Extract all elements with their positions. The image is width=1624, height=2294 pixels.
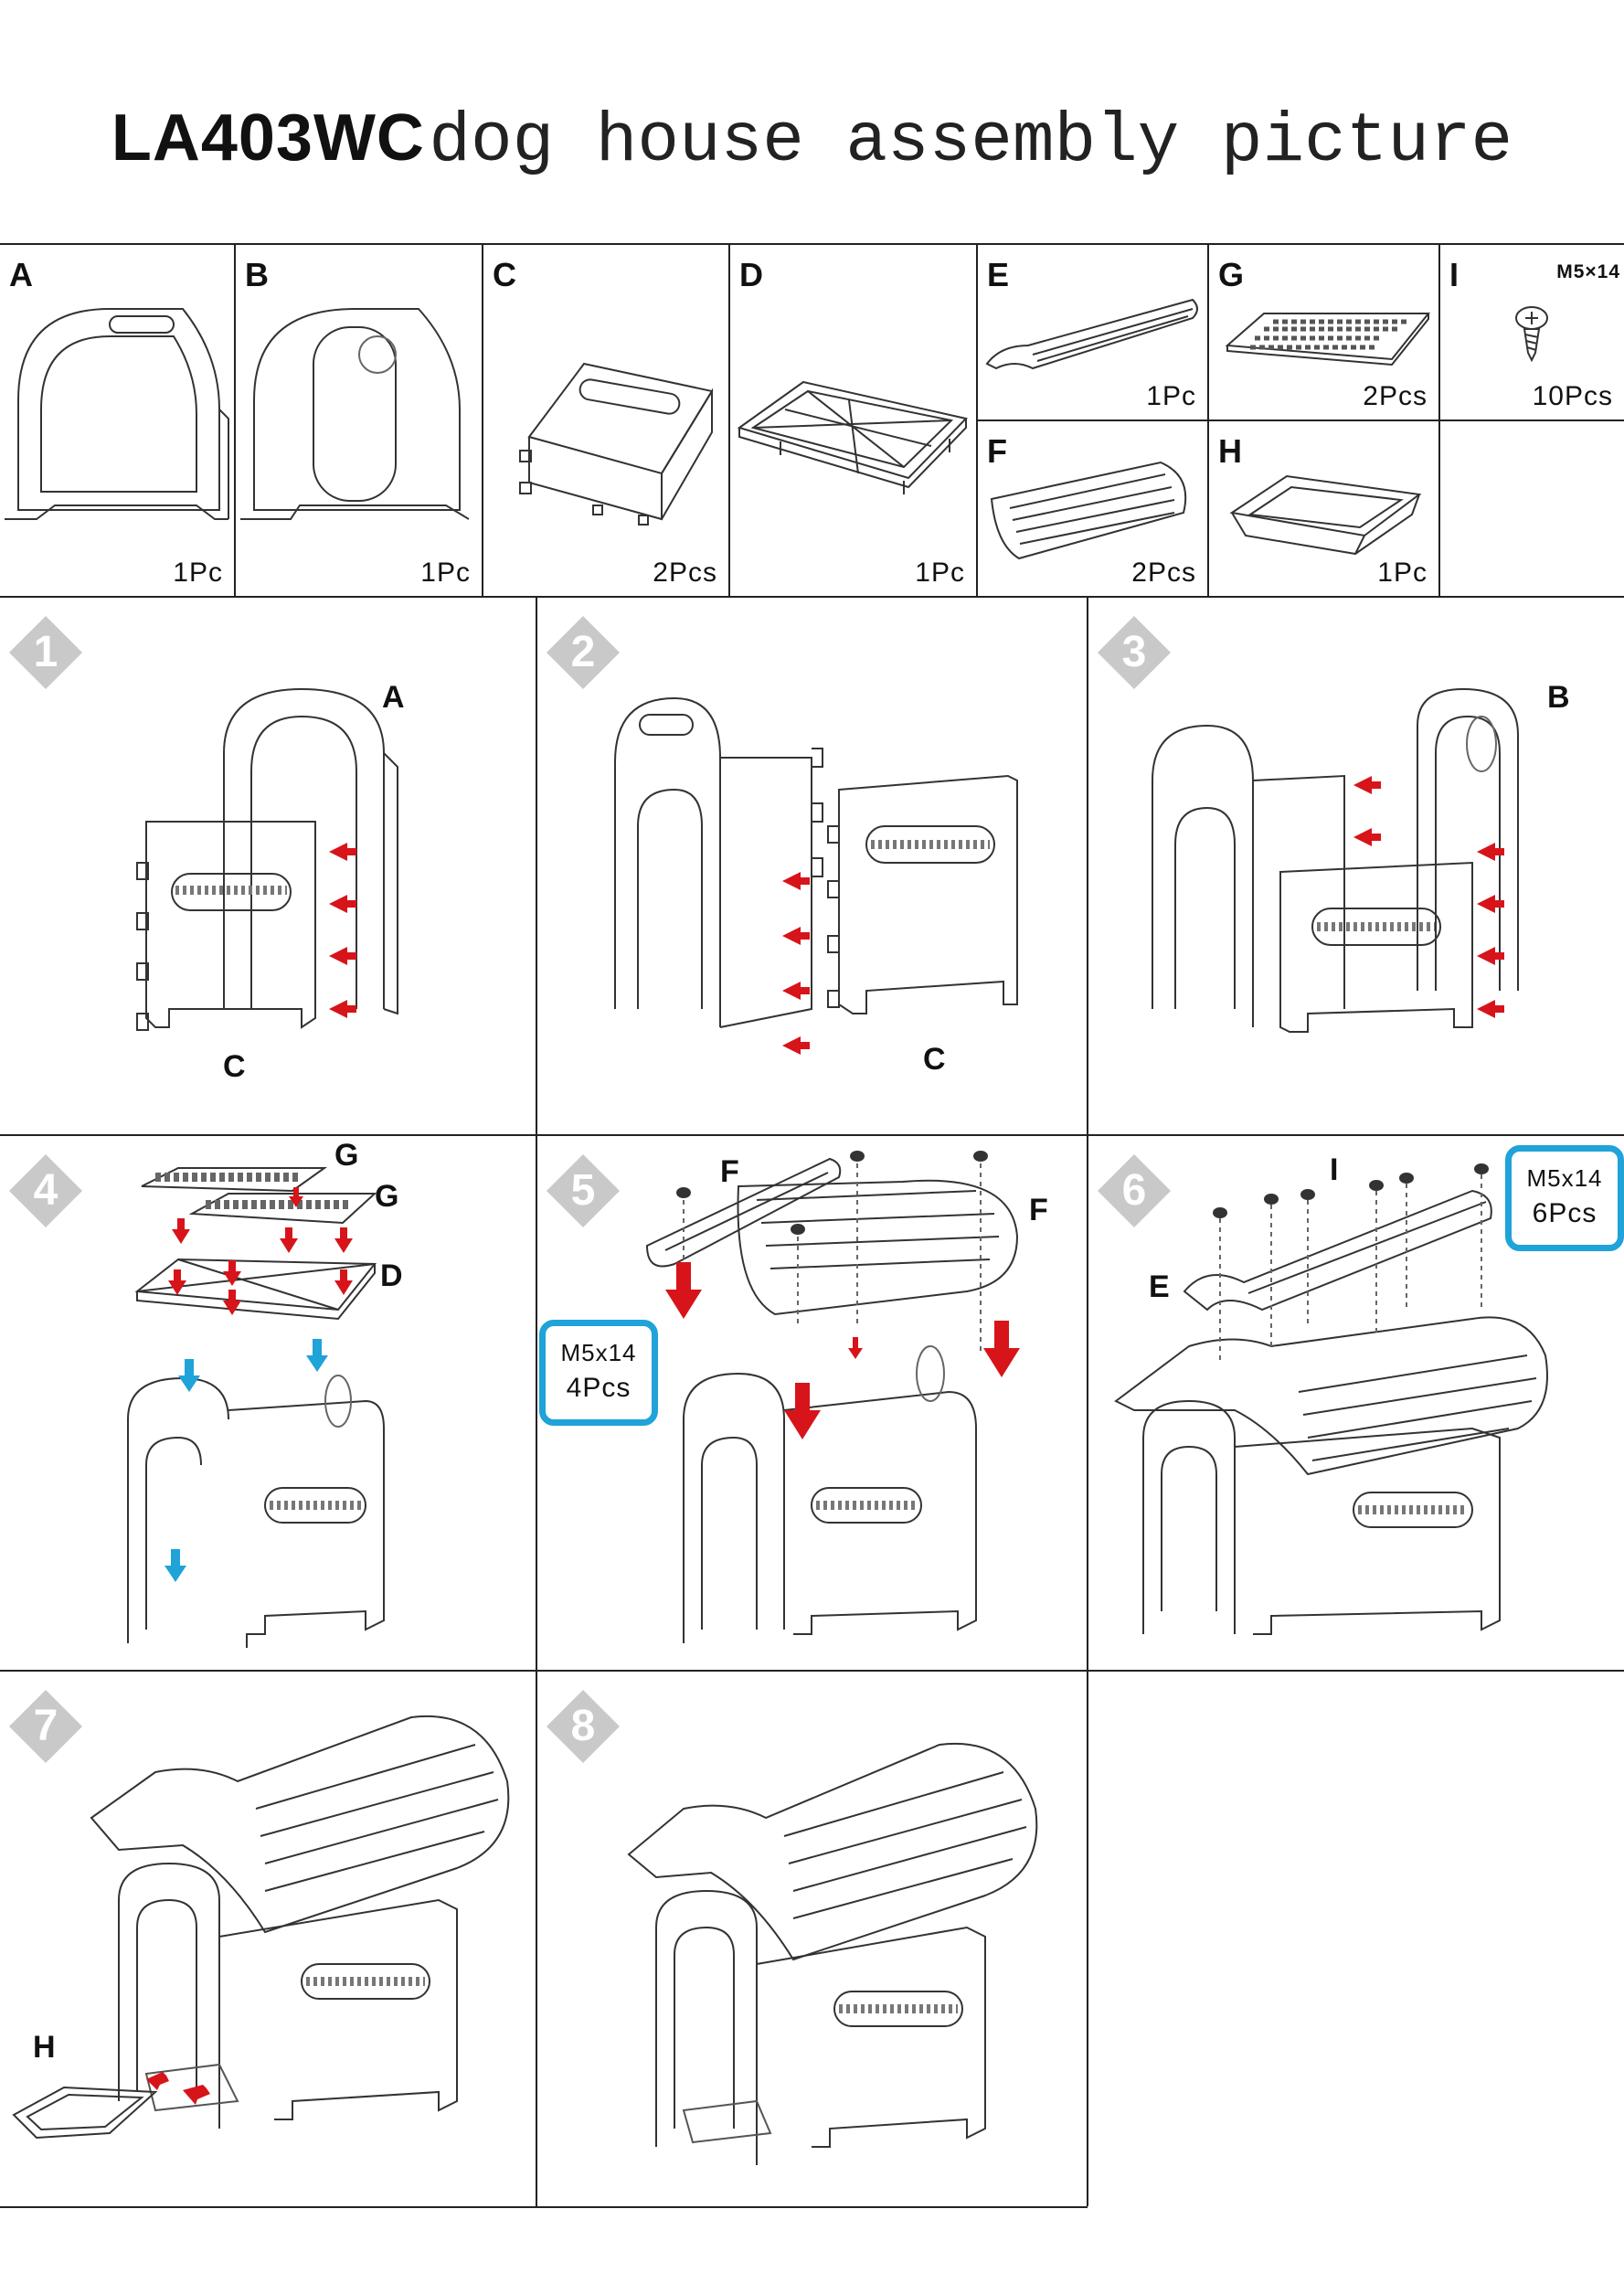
step-number-badge: 1 — [7, 614, 84, 691]
step-number-badge: 4 — [7, 1152, 84, 1229]
part-cell-d: D 1Pc — [730, 245, 976, 596]
screw-callout: M5x14 6Pcs — [1505, 1145, 1624, 1251]
part-letter: I — [1449, 256, 1459, 293]
part-cell-h: H 1Pc — [1209, 421, 1438, 596]
part-cell-i: I M5×14 10Pcs — [1440, 245, 1624, 420]
part-qty: 1Pc — [420, 558, 471, 588]
step-7: 7 H — [0, 1672, 536, 2206]
page-title: LA403WC dog house assembly picture — [0, 101, 1624, 181]
part-e-drawing — [985, 298, 1198, 370]
part-letter: F — [987, 432, 1007, 470]
steps-divider — [1087, 596, 1088, 2206]
model-number: LA403WC — [111, 101, 425, 175]
part-c-drawing — [519, 362, 714, 526]
red-arrows — [329, 843, 356, 1018]
steps-row-border — [0, 2206, 1088, 2208]
part-label: G — [375, 1179, 399, 1214]
red-arrows — [1353, 776, 1504, 1018]
part-h-drawing — [1229, 474, 1422, 556]
part-qty: 2Pcs — [1131, 558, 1196, 588]
part-cell-b: B 1Pc — [236, 245, 482, 596]
part-label: H — [33, 2030, 56, 2065]
part-qty: 1Pc — [915, 558, 965, 588]
step-2: 2 C — [537, 598, 1087, 1134]
part-d-drawing — [737, 380, 968, 494]
part-cell-e: E 1Pc — [978, 245, 1207, 420]
part-cell-g: G 2Pcs — [1209, 245, 1438, 420]
step-2-drawing — [614, 696, 1018, 1028]
part-letter: B — [245, 256, 269, 293]
part-letter: C — [493, 256, 516, 293]
step-3: 3 B — [1088, 598, 1624, 1134]
step-number-badge: 3 — [1096, 614, 1173, 691]
step-8-drawing — [627, 1742, 1038, 2165]
red-arrows — [782, 872, 810, 1055]
part-g-drawing — [1225, 313, 1431, 366]
part-qty: 1Pc — [173, 558, 223, 588]
step-number-badge: 7 — [7, 1688, 84, 1765]
part-f-drawing — [990, 461, 1187, 560]
step-number-badge: 8 — [545, 1688, 621, 1765]
part-cell-a: A 1Pc — [0, 245, 234, 596]
part-b-drawing — [240, 308, 470, 520]
parts-top-border — [0, 243, 1624, 245]
part-qty: 1Pc — [1377, 558, 1428, 588]
steps-row-border — [0, 1134, 1624, 1136]
part-qty: 2Pcs — [1363, 381, 1428, 411]
screw-callout: M5x14 4Pcs — [539, 1320, 658, 1426]
part-label: B — [1547, 680, 1570, 715]
red-arrows — [146, 2072, 210, 2105]
parts-mid-border — [976, 420, 1624, 421]
part-letter: E — [987, 256, 1010, 293]
step-number-badge: 2 — [545, 614, 621, 691]
step-number-badge: 5 — [545, 1152, 621, 1229]
part-letter: A — [9, 256, 33, 293]
part-label: C — [223, 1049, 246, 1084]
part-label: D — [380, 1259, 403, 1293]
step-6-drawing — [1114, 1163, 1548, 1635]
part-qty: 2Pcs — [653, 558, 717, 588]
screw-spec: M5×14 — [1556, 261, 1620, 282]
step-7-drawing — [12, 1715, 510, 2140]
step-5-drawing — [645, 1151, 1019, 1643]
part-letter: H — [1218, 432, 1242, 470]
step-1: 1 A C — [0, 598, 536, 1134]
parts-divider — [1438, 243, 1440, 596]
part-label: C — [923, 1042, 946, 1077]
step-4: 4 G G D — [0, 1136, 536, 1670]
steps-divider — [536, 596, 537, 2206]
part-label: E — [1149, 1269, 1170, 1304]
parts-divider — [1207, 243, 1209, 596]
part-label: A — [382, 680, 405, 715]
steps-row-border — [0, 1670, 1624, 1672]
part-letter: D — [739, 256, 763, 293]
parts-divider — [234, 243, 236, 596]
parts-divider — [976, 243, 978, 596]
parts-divider — [482, 243, 483, 596]
red-arrows — [665, 1262, 1020, 1439]
parts-bottom-border — [0, 596, 1624, 598]
part-letter: G — [1218, 256, 1245, 293]
part-label: F — [1029, 1193, 1048, 1227]
step-8: 8 — [537, 1672, 1087, 2206]
part-qty: 10Pcs — [1532, 381, 1613, 411]
step-number-badge: 6 — [1096, 1152, 1173, 1229]
direction-arrows — [165, 1187, 353, 1582]
step-3-drawing — [1152, 687, 1519, 1033]
step-6: 6 I E M5x14 6Pcs — [1088, 1136, 1624, 1670]
part-cell-f: F 2Pcs — [978, 421, 1207, 596]
part-label: G — [334, 1138, 359, 1173]
part-qty: 1Pc — [1146, 381, 1196, 411]
part-label: F — [720, 1154, 739, 1189]
part-label: I — [1330, 1152, 1339, 1187]
step-5: 5 F F M5x14 4Pcs — [537, 1136, 1087, 1670]
step-1-drawing — [136, 687, 398, 1031]
title-text: dog house assembly picture — [429, 102, 1513, 181]
part-a-drawing — [5, 308, 229, 520]
parts-divider — [728, 243, 730, 596]
screw-icon — [1515, 306, 1548, 363]
part-cell-c: C 2Pcs — [483, 245, 728, 596]
